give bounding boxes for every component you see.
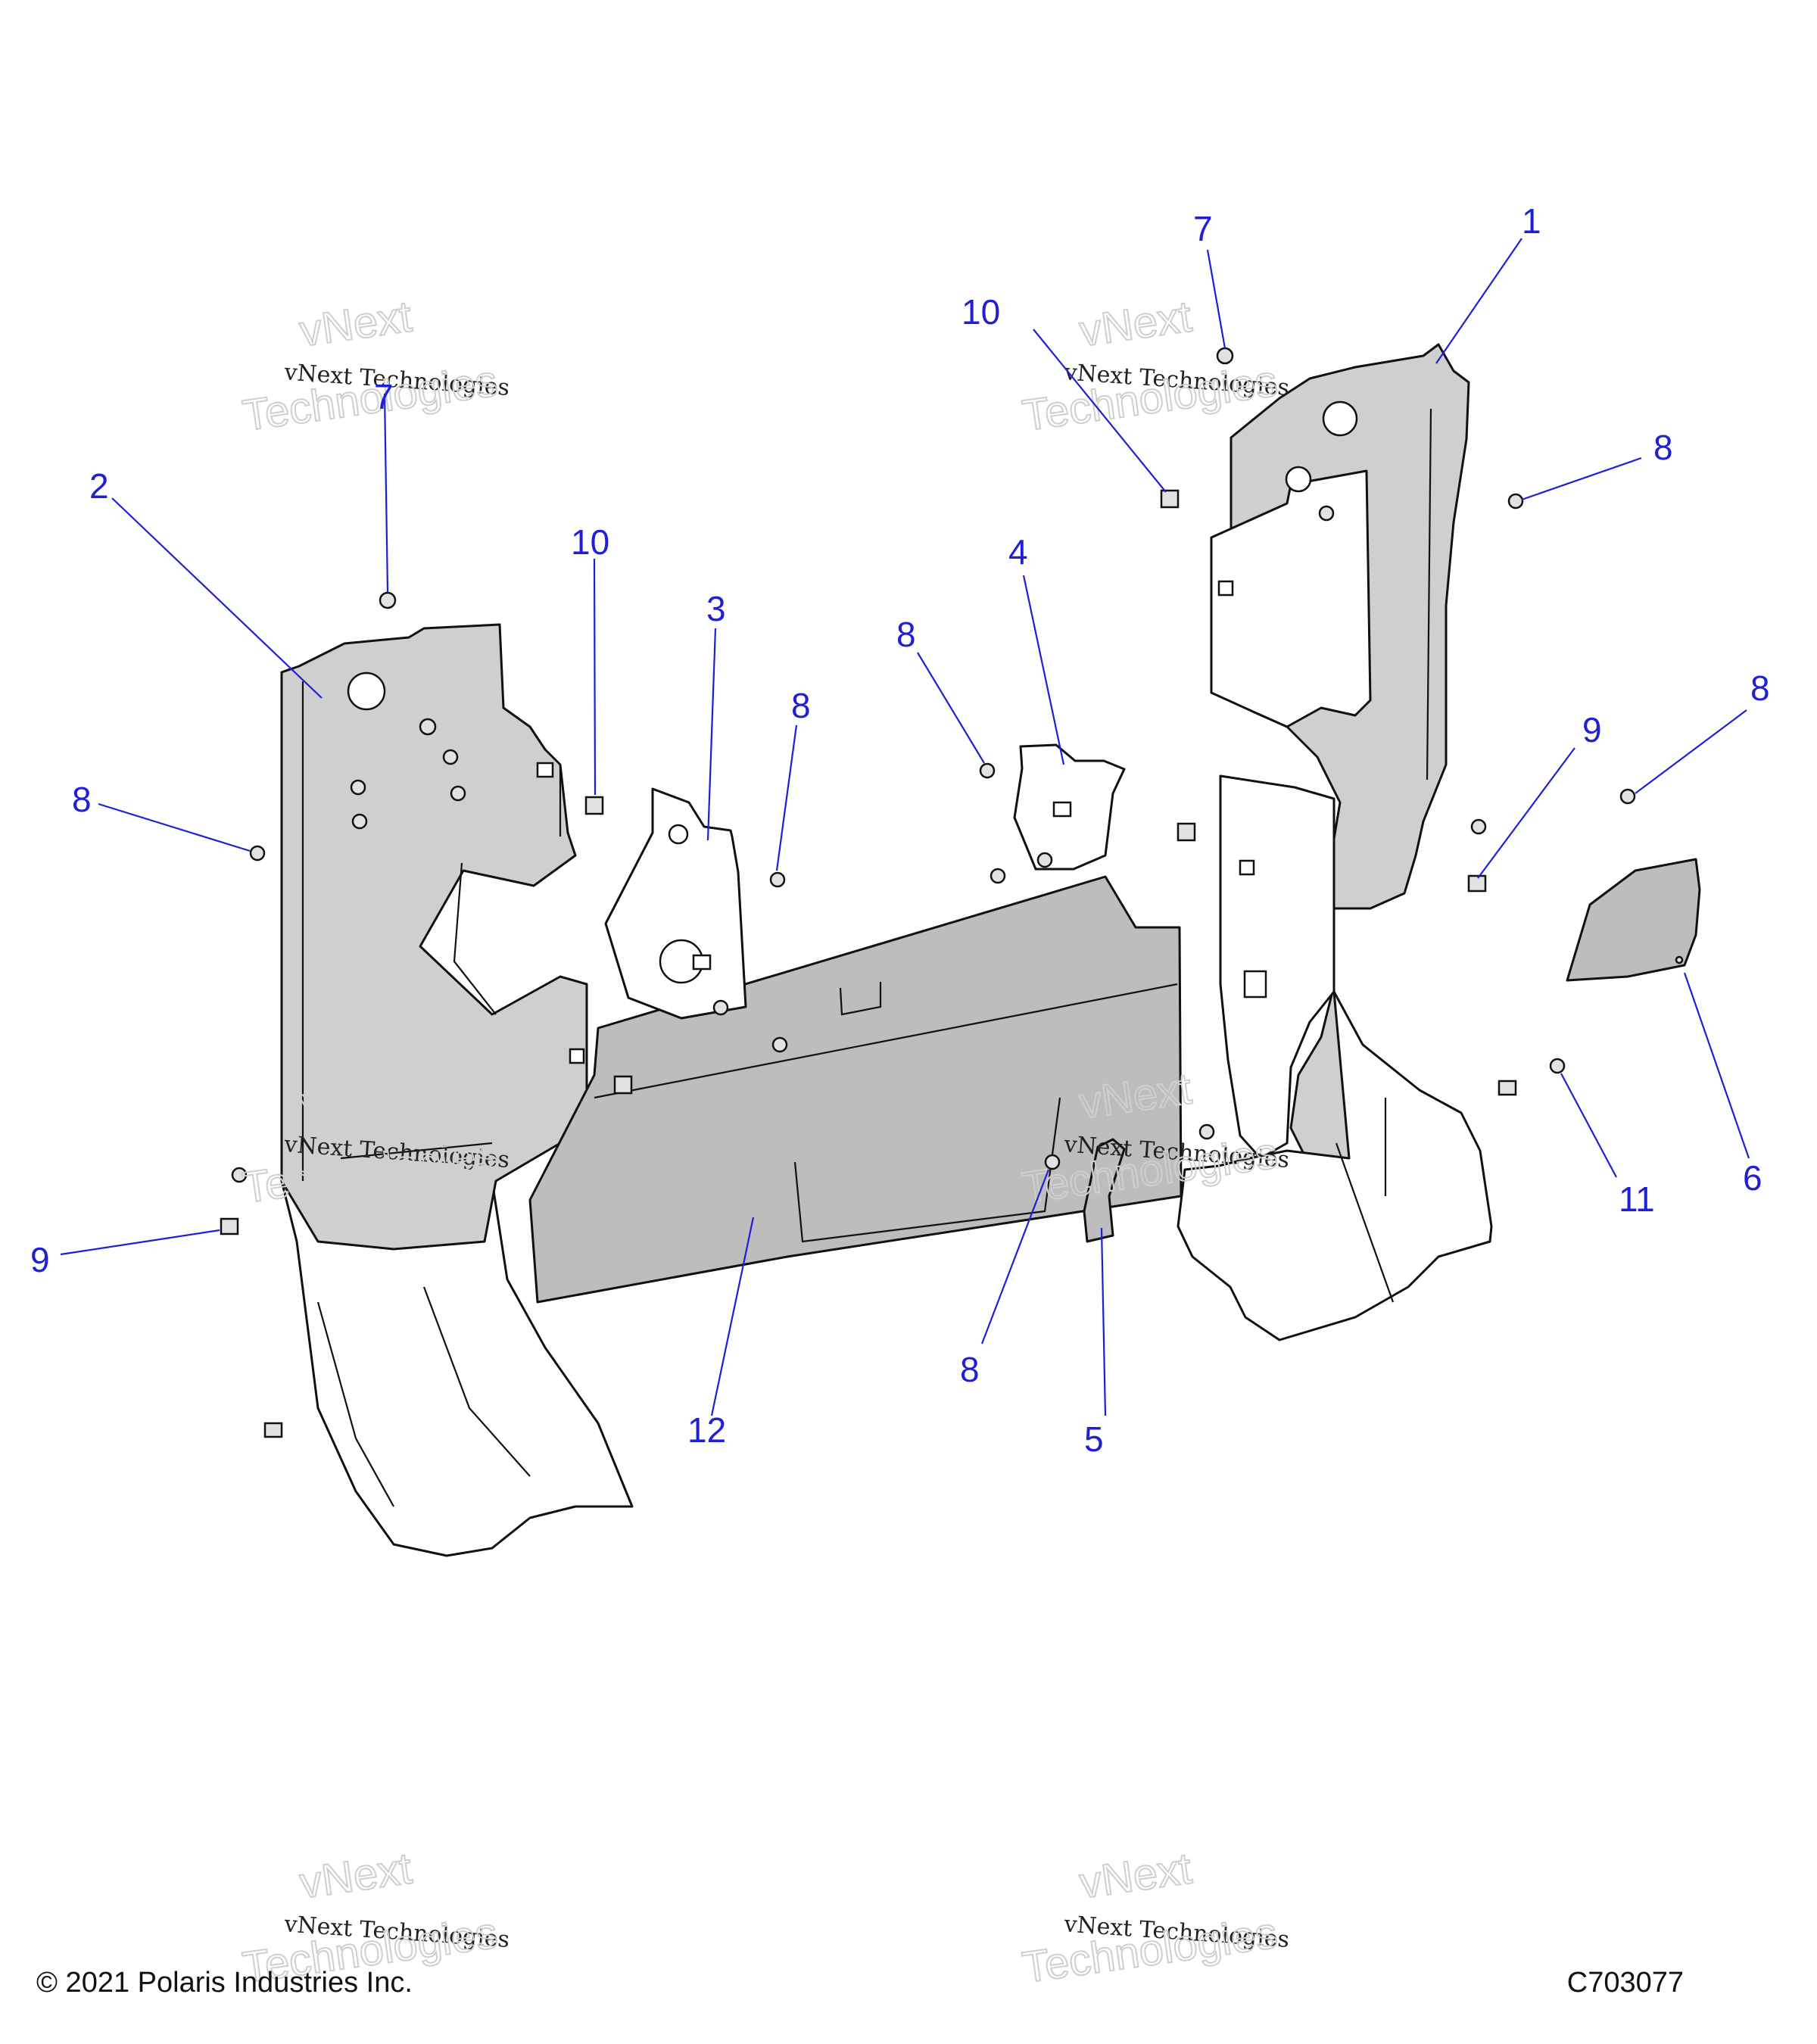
fastener-8-lower [1044,1154,1061,1170]
callout-9-left: 9 [30,1240,50,1279]
callout-5: 5 [1084,1419,1104,1459]
callout-8-left: 8 [72,780,92,819]
fastener-8-right-top [1507,493,1524,509]
callout-7-left: 7 [374,377,394,416]
svg-text:vNext: vNext [297,291,415,356]
callout-10-right: 10 [961,292,1000,332]
fastener-9-left [220,1217,239,1235]
callout-3: 3 [706,589,726,628]
drawing-number: C703077 [1566,1967,1684,1999]
copyright-text: © 2021 Polaris Industries Inc. [36,1967,413,1999]
callout-7-right: 7 [1193,209,1213,248]
watermark-2: vNext vNext Technologies Technologies [1019,291,1290,441]
fastener-8-mid [979,762,996,779]
fastener-8-left [249,845,266,862]
callout-8-lower: 8 [960,1350,980,1389]
loose-fasteners [220,347,1636,1438]
callout-6: 6 [1743,1158,1762,1198]
callout-9-right: 9 [1582,710,1602,749]
part-1-right-panel [1177,343,1493,1341]
callout-8-mid: 8 [896,615,916,654]
callout-8-right-top: 8 [1653,428,1673,467]
watermark-1: vNext vNext Technologies Technologies [239,291,510,441]
fastener-8-center [769,871,786,888]
part-2-left-panel [280,623,634,1557]
part-4-bracket [1013,743,1126,871]
fastener-9-right [1467,874,1487,893]
callout-10-left: 10 [571,522,609,562]
watermark-6: vNext vNext Technologies Technologies [1019,1843,1290,1993]
callout-4: 4 [1008,532,1028,572]
callout-12: 12 [687,1410,726,1450]
leader-lines [60,238,1750,1416]
fastener-7-right [1216,347,1234,365]
callout-8-center: 8 [791,686,811,725]
callout-8-right: 8 [1750,668,1770,708]
callout-11: 11 [1619,1179,1655,1219]
callout-labels: 1 2 3 4 5 6 7 7 8 8 8 8 8 8 9 9 10 10 11… [30,201,1770,1459]
part-6-cover-plate [1566,858,1701,982]
fastener-7-left [379,591,397,609]
part-5-clip [1083,1138,1126,1243]
svg-text:vNext: vNext [1077,1843,1195,1908]
fastener-8-right [1619,788,1636,805]
fastener-10-left [584,796,604,815]
callout-2: 2 [89,466,109,506]
svg-text:vNext: vNext [297,1843,415,1908]
callout-1: 1 [1522,201,1541,241]
svg-text:vNext: vNext [1077,291,1195,356]
fastener-11 [1549,1058,1566,1074]
fastener-10-right [1160,489,1180,509]
part-3-bracket [604,787,747,1020]
